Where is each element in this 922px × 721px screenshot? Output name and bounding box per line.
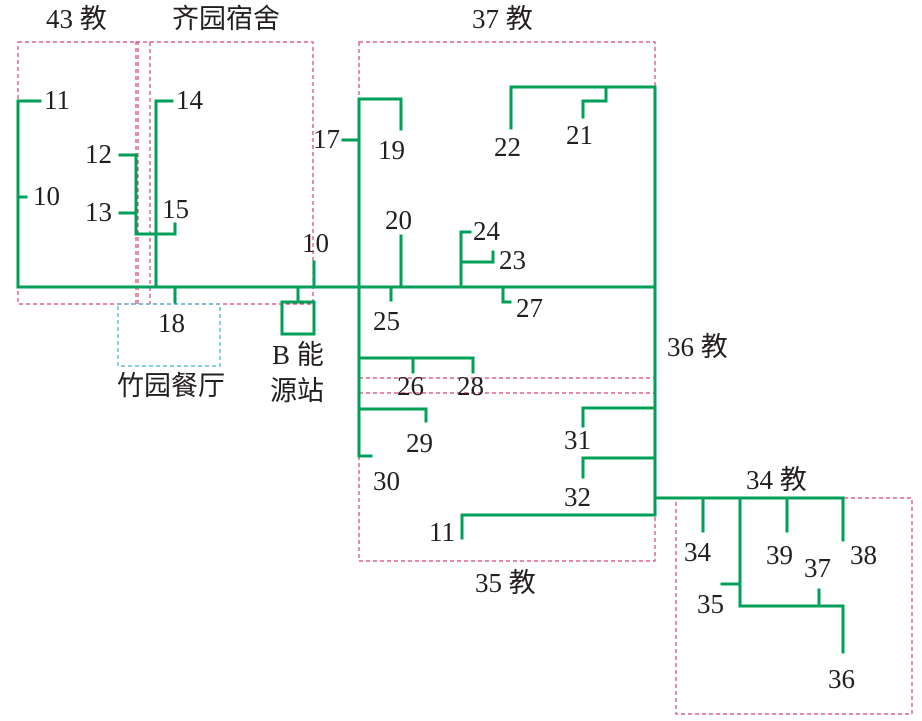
zone-35-title: 35 教 [475,568,536,598]
zone-37-title: 37 教 [472,4,533,34]
pipe-26-28 [357,356,475,374]
pipe-31 [581,406,657,428]
node-label: 21 [566,120,593,150]
node-label: 12 [85,139,112,169]
node-label: 32 [564,482,591,512]
node-label: 14 [176,85,204,115]
pipe-11b [460,513,657,540]
zone-35-box [358,392,656,562]
node-label: 11 [44,85,70,115]
energy-station-title-2: 源站 [270,376,324,406]
pipe-21 [581,85,608,119]
pipe-network [16,85,845,654]
pipe-27 [501,285,512,304]
pipe-23 [459,250,495,264]
node-label: 22 [494,132,521,162]
pipe-34-main [653,496,845,542]
node-label: 36 [828,664,855,694]
node-label: 11 [429,517,455,547]
zone-43-title: 43 教 [46,4,107,34]
node-label: 18 [158,308,185,338]
node-label: 10 [33,181,60,211]
node-label: 27 [516,293,543,323]
pipe-14 [154,99,174,289]
node-label: 23 [499,245,526,275]
node-label: 35 [697,589,724,619]
pipe-37-riser [357,97,403,458]
pipe-43-riser [16,99,42,289]
energy-station-symbol [280,300,316,336]
node-label: 34 [684,537,712,567]
node-label: 30 [373,466,400,496]
pipe-12-13 [118,153,177,236]
zone-34-box [675,497,913,715]
pipe-32 [581,456,657,479]
pipe-24-23 [459,230,472,289]
node-label: 17 [313,124,340,154]
node-label: 28 [457,371,484,401]
node-label: 38 [850,540,877,570]
zone-qiyuan-title: 齐园宿舍 [172,4,280,34]
pipe-29 [357,407,428,423]
canteen-box [117,303,221,367]
zone-36-title: 36 教 [667,332,728,362]
node-label: 20 [385,205,412,235]
zone-43-box [17,41,139,305]
node-label: 10 [302,228,329,258]
node-label: 25 [373,306,400,336]
zone-34-title: 34 教 [746,465,807,495]
node-label: 24 [473,216,501,246]
pipe-35-36 [738,496,845,654]
node-label: 19 [378,135,405,165]
node-label: 26 [397,371,424,401]
zone-qiyuan-box [135,41,314,305]
node-label: 13 [85,197,112,227]
node-label: 31 [564,425,591,455]
energy-station-title-1: B 能 [272,340,324,370]
node-label: 29 [406,428,433,458]
node-label: 15 [162,194,189,224]
node-label: 39 [766,540,793,570]
node-label: 37 [804,553,831,583]
canteen-title: 竹园餐厅 [117,371,225,401]
node-labels: 11 10 12 13 14 15 10 18 17 19 20 22 21 2… [33,85,877,694]
